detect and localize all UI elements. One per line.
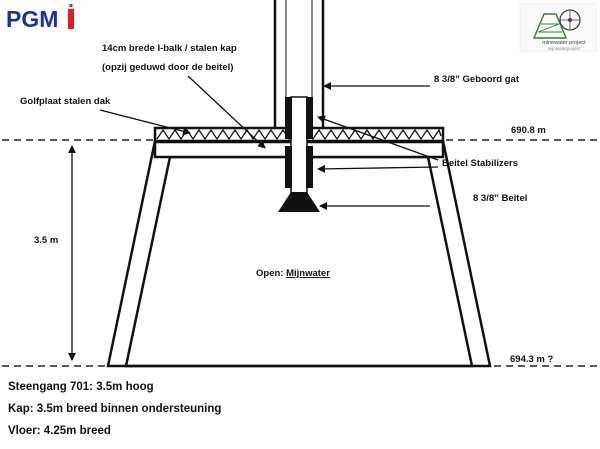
drill-bit-icon — [278, 192, 320, 212]
stabilizer-upper-right — [306, 97, 313, 139]
stabilizer-lower-left — [285, 146, 292, 188]
stabilizer-lower-right — [306, 146, 313, 188]
note-steengang: Steengang 701: 3.5m hoog — [8, 381, 154, 393]
pgm-logo: PGM — [6, 4, 74, 32]
badge-line1: minewater project — [542, 40, 586, 46]
note-kap: Kap: 3.5m breed binnen ondersteuning — [8, 403, 222, 415]
drilled-hole — [273, 0, 325, 128]
ibeam-leader-arrow — [187, 75, 266, 149]
badge-line2: mijnwaterproject — [548, 46, 582, 51]
drill-string — [278, 96, 320, 212]
bit-label: 8 3/8” Beitel — [473, 193, 527, 204]
roof-leader-arrow — [99, 109, 191, 136]
roof-label: Golfplaat stalen dak — [20, 96, 111, 107]
ibeam-label-line1: 14cm brede I-balk / stalen kap — [102, 43, 237, 54]
stabilizer-leader-lower — [317, 164, 439, 173]
pgm-logo-text: PGM — [6, 6, 58, 32]
stabilizers-label: Beitel Stabilizers — [442, 158, 518, 169]
pgm-logo-accent-icon — [68, 9, 74, 29]
note-vloer: Vloer: 4.25m breed — [8, 425, 111, 437]
stabilizer-upper-left — [285, 97, 292, 139]
minewater-project-badge: minewater project mijnwaterproject — [519, 3, 597, 52]
headframe-icon — [532, 13, 568, 39]
ibeam-label-line2: (opzij geduwd door de beitel) — [102, 62, 233, 73]
level-bottom-label: 694.3 m ? — [510, 354, 553, 365]
open-label: Open: Mijnwater — [256, 268, 330, 279]
open-value: Mijnwater — [286, 268, 330, 279]
drilled-hole-label: 8 3/8” Geboord gat — [434, 74, 520, 85]
stabilizer-leader-upper — [317, 115, 439, 161]
height-label: 3.5 m — [34, 235, 58, 246]
level-top-label: 690.8 m — [511, 125, 546, 136]
